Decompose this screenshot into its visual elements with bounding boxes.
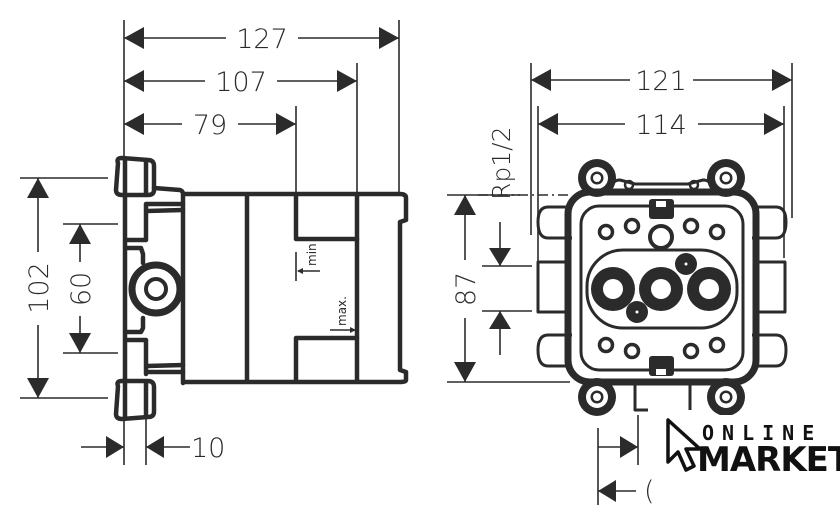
arrow-up-icon <box>454 195 476 215</box>
dimension-79: 79 <box>124 110 296 141</box>
dimension-102: 102 <box>20 177 108 399</box>
front-view: 121 114 87 Rp1/ <box>447 63 793 507</box>
arrow-right-icon <box>772 69 792 91</box>
arrow-left-icon <box>538 113 558 135</box>
dim-label-121: 121 <box>635 66 687 97</box>
dimension-87: 87 <box>447 194 570 383</box>
arrow-down-icon <box>27 378 49 398</box>
dimension-60: 60 <box>63 223 118 354</box>
arrow-left-icon <box>531 69 551 91</box>
dim-label-bottom-partial: ( <box>644 476 655 507</box>
mounting-lug-top-right <box>707 159 745 197</box>
arrow-up-icon <box>69 224 91 244</box>
valve-port-center <box>639 267 683 311</box>
mounting-lug-bottom-left <box>578 378 616 416</box>
dim-label-79: 79 <box>193 110 227 141</box>
valve-body <box>585 248 739 330</box>
inlet-connection <box>128 261 184 317</box>
watermark-logo: ONLINE MARKET <box>658 415 840 485</box>
arrow-right-icon <box>276 113 296 135</box>
mounting-lug-top-left <box>578 159 616 197</box>
mounting-lug-bottom-right <box>707 378 745 416</box>
arrow-down-icon <box>454 362 476 382</box>
dim-label-107: 107 <box>215 67 267 98</box>
arrow-right-icon <box>337 70 357 92</box>
arrow-down-icon <box>69 333 91 353</box>
side-body: min max. <box>113 155 409 422</box>
outer-frame <box>564 188 760 386</box>
valve-port-right <box>687 267 731 311</box>
arrow-right-icon <box>379 27 399 49</box>
arrow-down-icon <box>489 248 511 266</box>
side-view: 127 107 79 102 <box>20 20 409 465</box>
arrow-up-icon <box>27 178 49 198</box>
screw-holes-top <box>597 217 726 250</box>
dim-label-114: 114 <box>635 110 687 141</box>
dim-label-87: 87 <box>451 272 482 306</box>
arrow-left-icon <box>598 480 616 502</box>
arrow-left-icon <box>124 27 144 49</box>
top-clip <box>649 199 674 219</box>
dimension-bottom: ( <box>597 415 655 507</box>
thread-label: Rp1/2 <box>487 127 516 200</box>
front-body <box>536 159 788 416</box>
arrow-left-icon <box>146 436 164 458</box>
arrow-right-icon <box>106 436 124 458</box>
arrow-right-icon <box>620 436 638 458</box>
watermark-line2: MARKET <box>697 440 840 480</box>
thread-dimension: Rp1/2 <box>478 127 570 355</box>
arrow-right-icon <box>764 113 784 135</box>
arrow-left-icon <box>124 113 144 135</box>
screw-holes-bottom <box>597 336 726 360</box>
dimension-107: 107 <box>124 67 357 98</box>
dim-label-102: 102 <box>24 262 55 314</box>
dimension-121: 121 <box>531 66 792 97</box>
max-label: max. <box>335 296 349 326</box>
arrow-left-icon <box>124 70 144 92</box>
dim-label-127: 127 <box>236 24 288 55</box>
cursor-arrow-icon <box>666 418 702 472</box>
dim-label-10: 10 <box>191 433 225 464</box>
min-label: min <box>305 243 319 266</box>
watermark-line1: ONLINE <box>702 421 822 445</box>
arrow-up-icon <box>489 311 511 329</box>
valve-port-left <box>591 267 635 311</box>
bottom-clip <box>649 356 674 376</box>
dimension-10: 10 <box>81 418 225 465</box>
dimension-114: 114 <box>538 110 784 141</box>
dim-label-60: 60 <box>66 272 97 306</box>
dimension-127: 127 <box>124 24 399 55</box>
